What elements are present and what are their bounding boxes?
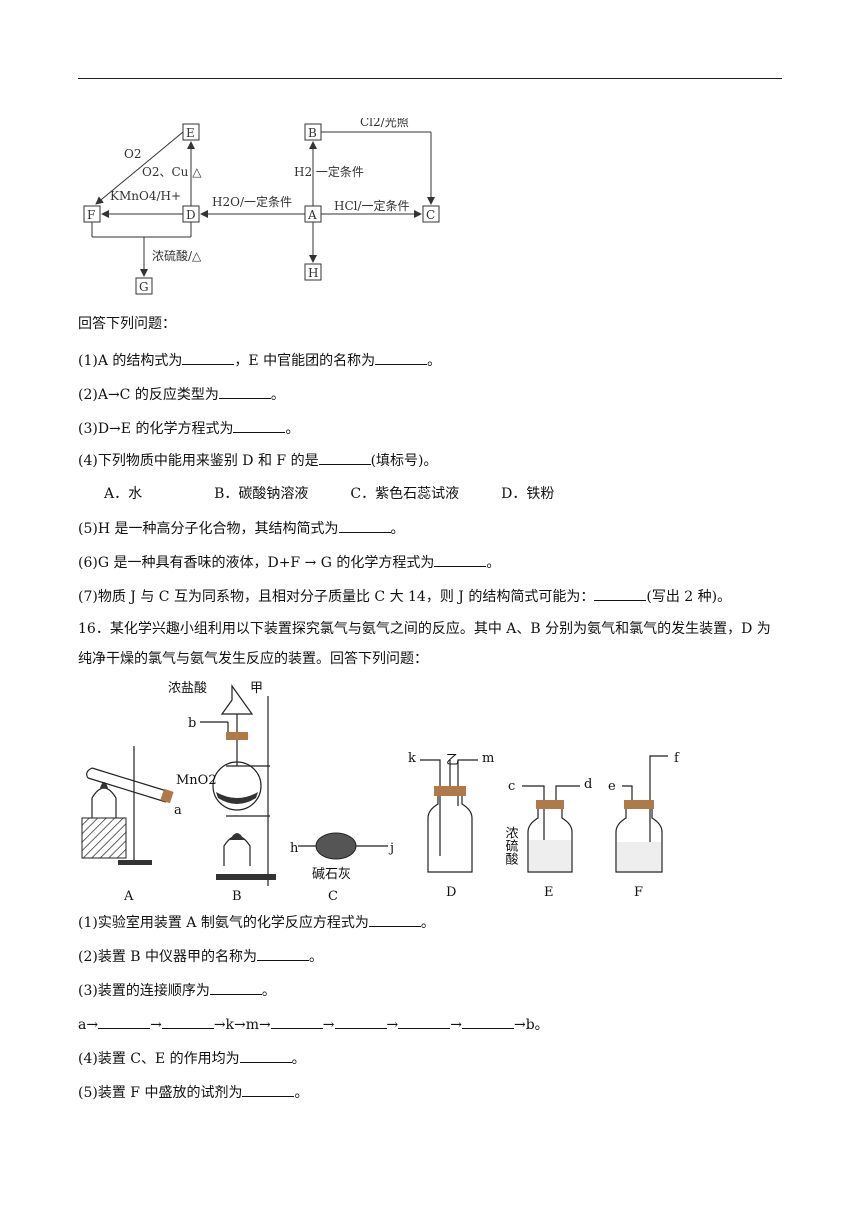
svg-text:e: e (608, 779, 616, 794)
answer-blank[interactable] (594, 586, 647, 601)
apparatus-d: k 乙 m D (408, 751, 494, 900)
q16-item-1: (1)实验室用装置 A 制氨气的化学反应方程式为。 (78, 912, 435, 933)
label-hcl-condition: HCl/一定条件 (334, 198, 410, 213)
answer-blank[interactable] (161, 1014, 214, 1029)
svg-text:H: H (308, 266, 318, 280)
answer-blank[interactable] (334, 1014, 387, 1029)
svg-text:D: D (186, 208, 196, 222)
apparatus-b: 浓盐酸 甲 b MnO2 B (168, 681, 276, 904)
label-h2-condition: H2 一定条件 (294, 164, 364, 179)
q15-item-5: (5)H 是一种高分子化合物，其结构简式为。 (78, 518, 405, 539)
label-h2so4: 浓硫酸/△ (152, 248, 202, 263)
svg-text:j: j (388, 841, 394, 856)
svg-text:乙: 乙 (446, 753, 459, 768)
svg-text:m: m (482, 751, 494, 766)
svg-text:c: c (508, 779, 515, 794)
svg-text:b: b (188, 716, 196, 731)
svg-text:碱石灰: 碱石灰 (312, 867, 351, 882)
answer-blank[interactable] (209, 980, 262, 995)
node-h (304, 263, 322, 281)
choice-a[interactable]: A．水 (104, 486, 143, 502)
answer-blank[interactable] (398, 1014, 451, 1029)
q15-item-6: (6)G 是一种具有香味的液体，D+F → G 的化学方程式为。 (78, 552, 500, 573)
svg-text:F: F (87, 208, 95, 222)
svg-text:浓盐酸: 浓盐酸 (168, 681, 207, 696)
choice-c[interactable]: C．紫色石蕊试液 (350, 486, 460, 502)
apparatus-f: e f F (608, 751, 680, 900)
answer-blank[interactable] (233, 418, 286, 433)
answer-blank[interactable] (270, 1014, 323, 1029)
q16-item-3: (3)装置的连接顺序为。 (78, 980, 276, 1001)
svg-text:D: D (446, 885, 456, 900)
q15-intro: 回答下列问题： (78, 316, 176, 332)
header-rule (78, 78, 782, 79)
svg-text:F: F (634, 885, 643, 900)
svg-text:A: A (123, 889, 134, 904)
apparatus-a: a A (81, 746, 182, 904)
answer-blank[interactable] (368, 912, 421, 927)
q16-item-4: (4)装置 C、E 的作用均为。 (78, 1048, 306, 1069)
q16-stem: 16．某化学兴趣小组利用以下装置探究氯气与氨气之间的反应。其中 A、B 分别为氨… (78, 621, 771, 667)
answer-blank[interactable] (257, 946, 310, 961)
choice-b[interactable]: B．碳酸钠溶液 (214, 486, 309, 502)
svg-text:甲: 甲 (250, 681, 263, 696)
svg-text:MnO2: MnO2 (176, 773, 217, 788)
label-cl2-light: Cl2/光照 (360, 118, 409, 129)
svg-text:G: G (139, 280, 149, 294)
answer-blank[interactable] (375, 350, 428, 365)
svg-text:d: d (584, 777, 592, 792)
answer-blank[interactable] (242, 1082, 295, 1097)
q15-choices: A．水 B．碳酸钠溶液 C．紫色石蕊试液 D．铁粉 (104, 484, 596, 504)
label-o2-cu: O2、Cu △ (142, 165, 202, 179)
svg-text:E: E (186, 126, 195, 140)
svg-text:E: E (544, 885, 554, 900)
svg-text:C: C (328, 889, 338, 904)
svg-text:B: B (232, 889, 242, 904)
answer-blank[interactable] (434, 552, 487, 567)
q15-item-1: (1)A 的结构式为，E 中官能团的名称为。 (78, 350, 441, 371)
apparatus-figure: a A 浓盐酸 甲 b MnO2 B (81, 681, 680, 904)
label-h2o-condition: H2O/一定条件 (212, 194, 292, 209)
node-g (135, 277, 153, 295)
answer-blank[interactable] (338, 518, 391, 533)
svg-text:C: C (426, 208, 435, 222)
q15-item-2: (2)A→C 的反应类型为。 (78, 384, 285, 405)
svg-text:f: f (674, 751, 680, 766)
svg-text:a: a (174, 803, 182, 818)
answer-blank[interactable] (461, 1014, 514, 1029)
q15-item-3: (3)D→E 的化学方程式为。 (78, 418, 299, 439)
q15-item-4: (4)下列物质中能用来鉴别 D 和 F 的是(填标号)。 (78, 450, 438, 471)
q16-item-2: (2)装置 B 中仪器甲的名称为。 (78, 946, 323, 967)
svg-text:A: A (307, 208, 317, 222)
answer-blank[interactable] (318, 450, 371, 465)
label-o2: O2 (124, 147, 141, 161)
q16-item-5: (5)装置 F 中盛放的试剂为。 (78, 1082, 308, 1103)
svg-text:B: B (308, 126, 317, 140)
svg-text:h: h (290, 841, 299, 856)
apparatus-c: h j 碱石灰 C (290, 832, 394, 904)
svg-text:k: k (408, 751, 416, 766)
choice-d[interactable]: D．铁粉 (501, 486, 555, 502)
answer-blank[interactable] (218, 384, 271, 399)
svg-text:浓硫酸: 浓硫酸 (503, 826, 519, 865)
answer-blank[interactable] (239, 1048, 292, 1063)
label-kmno4: KMnO4/H+ (110, 189, 181, 203)
node-c (422, 205, 440, 223)
reaction-flow-diagram: E B F D A C H G Cl2/光照 H2 一定条件 HCl/一定条件 … (83, 118, 440, 295)
q15-item-7: (7)物质 J 与 C 互为同系物，且相对分子质量比 C 大 14，则 J 的结… (78, 586, 731, 607)
answer-blank[interactable] (182, 350, 235, 365)
answer-blank[interactable] (98, 1014, 151, 1029)
apparatus-e: c d 浓硫酸 E (503, 777, 593, 900)
q16-sequence: a→→→k→m→→→→→b。 (78, 1014, 549, 1035)
